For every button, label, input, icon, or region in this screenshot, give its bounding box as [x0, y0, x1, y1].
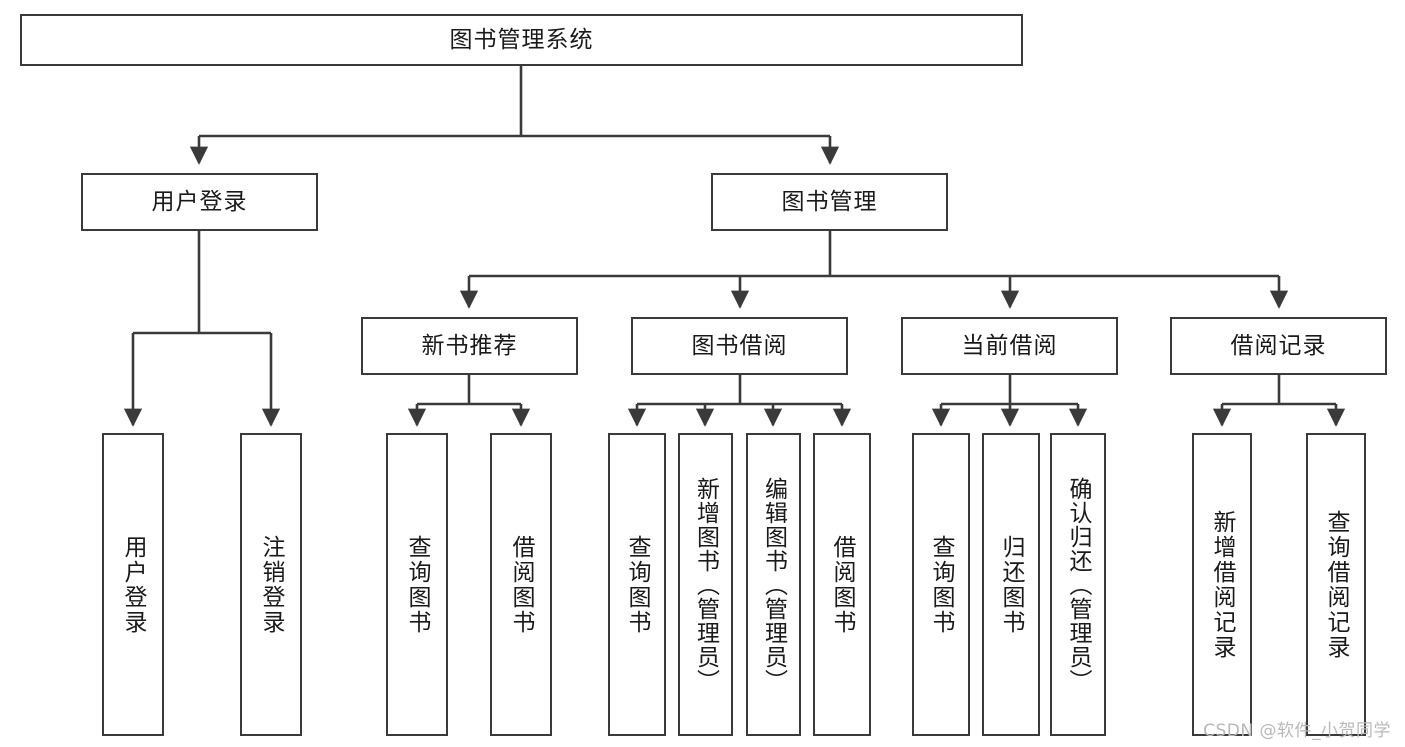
node-label: 编辑图书（管理员） [760, 476, 787, 693]
leaf-borrow-book[interactable]: 借阅图书 [813, 433, 871, 736]
leaf-logout[interactable]: 注销登录 [240, 433, 302, 736]
node-book-borrow[interactable]: 图书借阅 [631, 317, 848, 375]
node-label: 用户登录 [120, 534, 147, 635]
leaf-query-book-recommend[interactable]: 查询图书 [386, 433, 448, 736]
node-label: 查询图书 [404, 534, 431, 635]
node-label: 图书借阅 [691, 332, 788, 359]
node-label: 借阅图书 [508, 534, 535, 635]
node-label: 新增借阅记录 [1209, 509, 1236, 660]
node-label: 图书管理系统 [449, 26, 594, 53]
node-label: 当前借阅 [961, 332, 1058, 359]
node-label: 查询图书 [928, 534, 955, 635]
node-label: 查询借阅记录 [1323, 509, 1350, 660]
leaf-query-book-borrow[interactable]: 查询图书 [608, 433, 666, 736]
node-label: 归还图书 [998, 534, 1025, 635]
node-user-login[interactable]: 用户登录 [81, 173, 318, 231]
node-new-book-recommend[interactable]: 新书推荐 [361, 317, 578, 375]
node-label: 新书推荐 [421, 332, 518, 359]
node-label: 确认归还（管理员） [1065, 476, 1092, 693]
leaf-query-book-current[interactable]: 查询图书 [912, 433, 970, 736]
node-label: 借阅记录 [1230, 332, 1327, 359]
leaf-add-borrow-record[interactable]: 新增借阅记录 [1192, 433, 1252, 736]
leaf-query-borrow-record[interactable]: 查询借阅记录 [1306, 433, 1366, 736]
node-borrow-record[interactable]: 借阅记录 [1170, 317, 1387, 375]
leaf-user-login[interactable]: 用户登录 [102, 433, 164, 736]
node-label: 新增图书（管理员） [692, 476, 719, 693]
node-current-borrow[interactable]: 当前借阅 [901, 317, 1118, 375]
leaf-confirm-return-admin[interactable]: 确认归还（管理员） [1050, 433, 1106, 736]
node-root-book-management-system[interactable]: 图书管理系统 [20, 14, 1023, 66]
leaf-add-book-admin[interactable]: 新增图书（管理员） [678, 433, 733, 736]
csdn-watermark: CSDN @软件_小贺同学 [1203, 721, 1391, 741]
leaf-edit-book-admin[interactable]: 编辑图书（管理员） [746, 433, 801, 736]
leaf-return-book[interactable]: 归还图书 [982, 433, 1040, 736]
node-label: 借阅图书 [829, 534, 856, 635]
node-label: 用户登录 [151, 188, 248, 215]
node-label: 查询图书 [624, 534, 651, 635]
node-label: 图书管理 [781, 188, 878, 215]
leaf-borrow-book-recommend[interactable]: 借阅图书 [490, 433, 552, 736]
node-label: 注销登录 [258, 534, 285, 635]
node-book-management[interactable]: 图书管理 [711, 173, 948, 231]
